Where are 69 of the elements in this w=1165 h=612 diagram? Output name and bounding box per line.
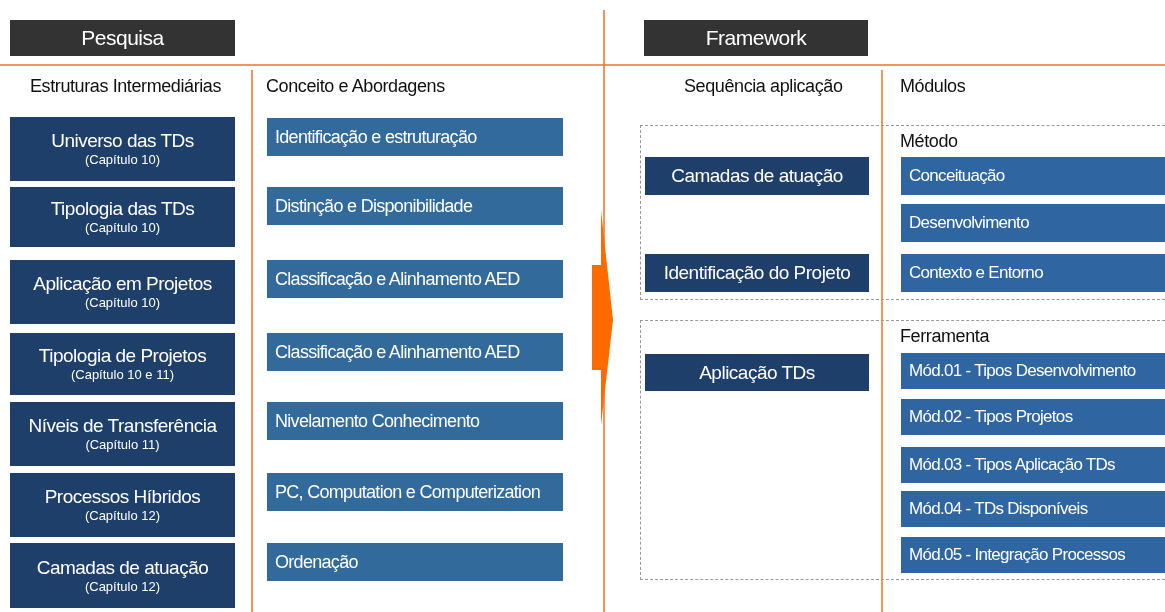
process-box — [10, 333, 235, 395]
box-title: Mód.02 - Tipos Projetos — [909, 406, 1073, 428]
module-box — [901, 254, 1165, 292]
process-box — [267, 260, 563, 298]
box-title: Classificação e Alinhamento AED — [275, 268, 520, 290]
dashed-group-box — [640, 320, 1165, 580]
box-title: Identificação do Projeto — [663, 262, 851, 284]
box-title: Mód.05 - Integração Processos — [909, 544, 1125, 566]
column-heading: Módulos — [900, 76, 966, 97]
box-title: Ordenação — [275, 551, 358, 573]
box-subtitle: (Capítulo 10 e 11) — [70, 367, 175, 383]
dashed-group-box — [640, 125, 1165, 300]
module-box — [901, 399, 1165, 435]
group-heading: Ferramenta — [900, 326, 990, 347]
box-title: Pesquisa — [81, 27, 164, 49]
process-box — [645, 157, 869, 195]
header-box — [644, 20, 868, 56]
process-box — [267, 187, 563, 225]
process-box — [10, 473, 235, 537]
column-heading: Estruturas Intermediárias — [30, 76, 222, 97]
box-subtitle: (Capítulo 12) — [84, 578, 161, 595]
process-box — [267, 402, 563, 440]
box-title: Conceituação — [909, 165, 1005, 187]
process-box — [267, 118, 563, 156]
box-title: Mód.03 - Tipos Aplicação TDs — [909, 454, 1115, 476]
process-box — [10, 117, 235, 181]
process-box — [645, 254, 869, 292]
box-title: Camadas de atuação — [671, 165, 843, 187]
box-subtitle: (Capítulo 11) — [85, 437, 160, 453]
column-heading: Sequência aplicação — [684, 76, 843, 97]
module-box — [901, 447, 1165, 483]
box-title: Distinção e Disponibilidade — [275, 195, 473, 217]
header-box — [10, 20, 235, 56]
box-subtitle: (Capítulo 12) — [84, 508, 161, 524]
box-title: Desenvolvimento — [909, 212, 1029, 234]
box-title: Aplicação TDs — [699, 361, 815, 384]
box-title: Mód.01 - Tipos Desenvolvimento — [909, 360, 1136, 382]
box-title: Aplicação em Projetos — [33, 273, 212, 295]
box-title: Tipologia das TDs — [50, 198, 195, 220]
process-box — [267, 473, 563, 511]
box-subtitle: (Capítulo 10) — [84, 295, 161, 311]
group-heading: Método — [900, 131, 958, 152]
box-title: Contexto e Entorno — [909, 262, 1043, 284]
box-subtitle: (Capítulo 10) — [84, 220, 161, 236]
module-box — [901, 204, 1165, 242]
box-title: Framework — [705, 27, 807, 49]
process-box — [10, 260, 235, 324]
process-box — [267, 333, 563, 371]
box-title: Universo das TDs — [51, 130, 194, 152]
box-title: Identificação e estruturação — [275, 126, 477, 148]
module-box — [901, 353, 1165, 389]
box-title: PC, Computation e Computerization — [275, 481, 541, 503]
module-box — [901, 491, 1165, 527]
module-box — [901, 537, 1165, 573]
process-box — [645, 354, 869, 391]
box-title: Classificação e Alinhamento AED — [275, 341, 520, 363]
box-title: Tipologia de Projetos — [38, 345, 207, 367]
box-title: Camadas de atuação — [36, 556, 209, 579]
process-box — [10, 543, 235, 608]
process-box — [10, 402, 235, 466]
process-box — [267, 543, 563, 581]
column-heading: Conceito e Abordagens — [266, 76, 445, 97]
box-title: Processos Híbridos — [44, 486, 201, 508]
box-title: Mód.04 - TDs Disponíveis — [909, 498, 1088, 520]
box-title: Nivelamento Conhecimento — [275, 410, 480, 432]
module-box — [901, 157, 1165, 195]
box-subtitle: (Capítulo 10) — [84, 152, 161, 168]
process-box — [10, 187, 235, 247]
box-title: Níveis de Transferência — [28, 415, 217, 437]
